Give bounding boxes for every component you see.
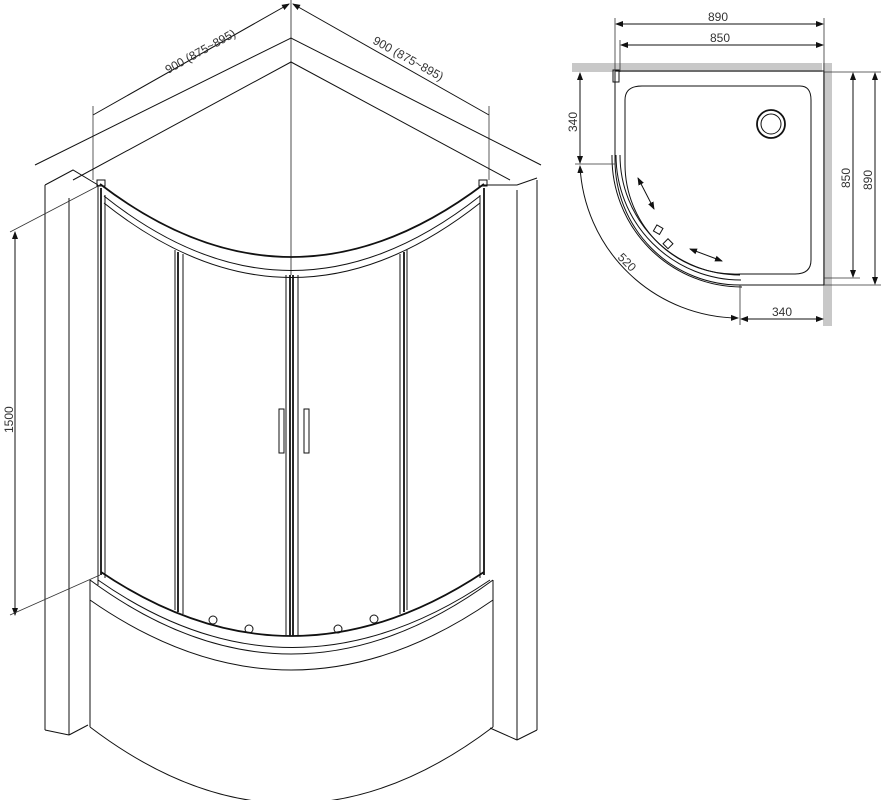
slide-arrow-left <box>637 177 655 210</box>
dim-890-top: 890 <box>708 10 728 24</box>
dim-850-right: 850 <box>839 168 853 188</box>
dim-850-top: 850 <box>710 31 730 45</box>
dim-340-bottom: 340 <box>772 305 792 319</box>
tray-outline <box>614 70 825 286</box>
plan-view: 890 850 850 890 340 340 520 <box>566 10 881 326</box>
shower-tray <box>89 579 494 800</box>
drain-icon <box>756 109 786 139</box>
perspective-view: 900 (875~895) 900 (875~895) 1500 <box>2 0 542 800</box>
back-wall <box>572 63 822 72</box>
height-dimension <box>9 184 101 616</box>
door-tracks <box>611 69 743 288</box>
left-wall <box>44 169 99 736</box>
wall-top-edges <box>34 37 542 181</box>
door-handle-marker <box>662 238 674 250</box>
dim-520-arc <box>577 165 739 321</box>
dim-520-label: 520 <box>615 250 639 274</box>
dim-890-right: 890 <box>861 170 875 190</box>
left-handle[interactable] <box>278 408 285 454</box>
height-label: 1500 <box>2 406 16 433</box>
door-handles[interactable] <box>278 408 310 454</box>
side-wall <box>823 63 832 326</box>
right-handle[interactable] <box>303 408 310 454</box>
basin-outline <box>624 85 812 275</box>
roller-icons <box>208 614 379 634</box>
dim-340-left: 340 <box>566 112 580 132</box>
door-profiles <box>100 188 485 636</box>
top-rail <box>96 179 488 278</box>
right-wall <box>484 177 538 741</box>
width-right-label: 900 (875~895) <box>371 33 446 83</box>
bottom-rail <box>97 571 491 648</box>
slide-arrow-right <box>689 248 723 262</box>
door-handle-marker <box>652 224 664 236</box>
width-left-label: 900 (875~895) <box>163 26 238 76</box>
width-dimension-lines <box>92 3 490 180</box>
